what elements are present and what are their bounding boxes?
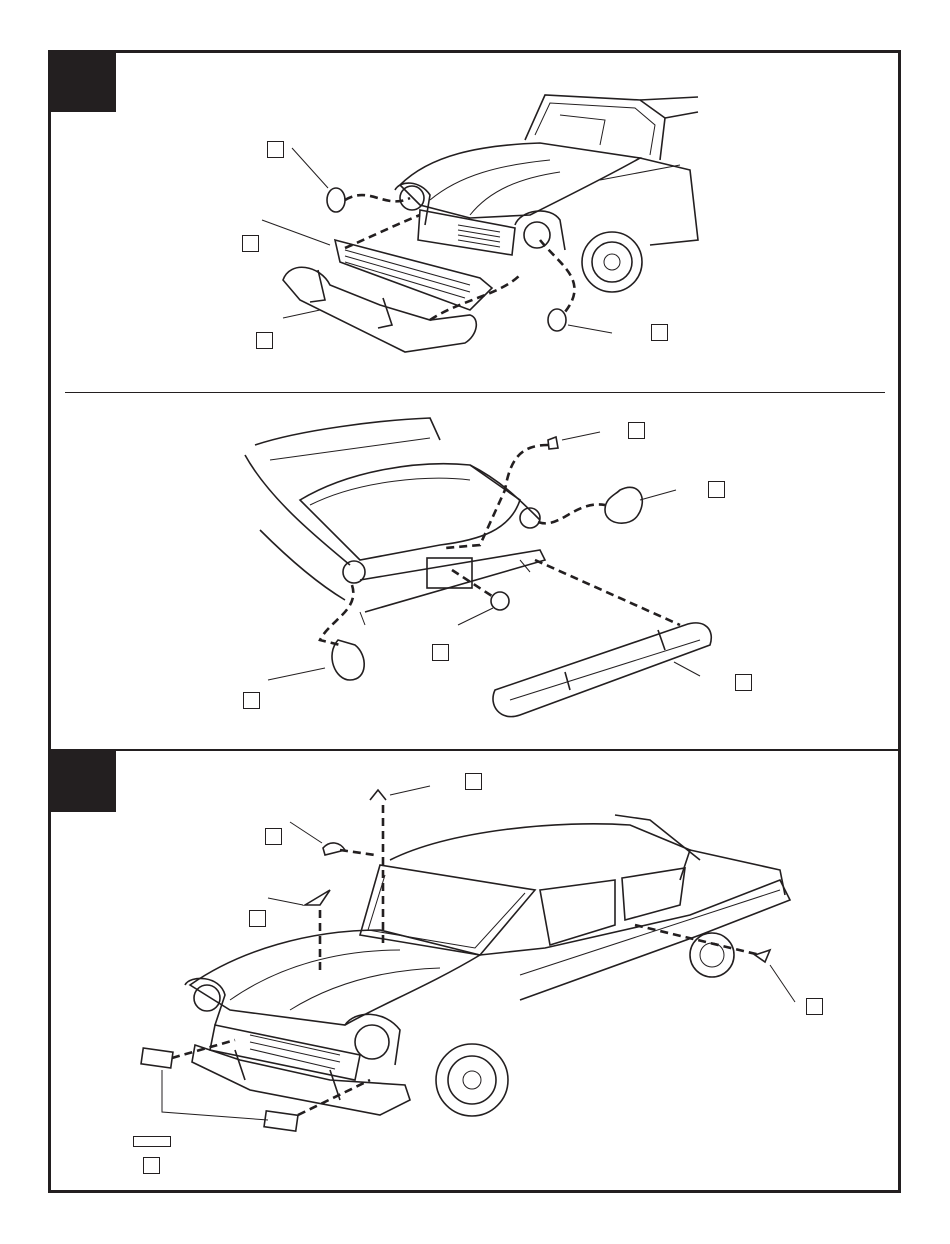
callout-decal-box	[143, 1157, 160, 1174]
front-end-drawing	[262, 95, 698, 352]
callout-side-mirror-box	[806, 998, 823, 1015]
callout-left-taillight-box	[243, 692, 260, 709]
callout-right-taillight-box	[708, 481, 725, 498]
callout-license-light-box	[432, 644, 449, 661]
callout-hood-ornament-box	[265, 828, 282, 845]
callout-hood-emblem-box	[249, 910, 266, 927]
callout-front-bumper-box	[256, 332, 273, 349]
rear-end-drawing	[245, 418, 711, 717]
callout-headlight-lens-box	[267, 141, 284, 158]
decal-indicator-box	[133, 1136, 171, 1147]
callout-rear-small-part-box	[628, 422, 645, 439]
callout-rear-bumper-box	[735, 674, 752, 691]
callout-roof-antenna-box	[465, 773, 482, 790]
callout-parking-lens-box	[651, 324, 668, 341]
full-car-drawing	[141, 786, 795, 1131]
callout-grille-box	[242, 235, 259, 252]
